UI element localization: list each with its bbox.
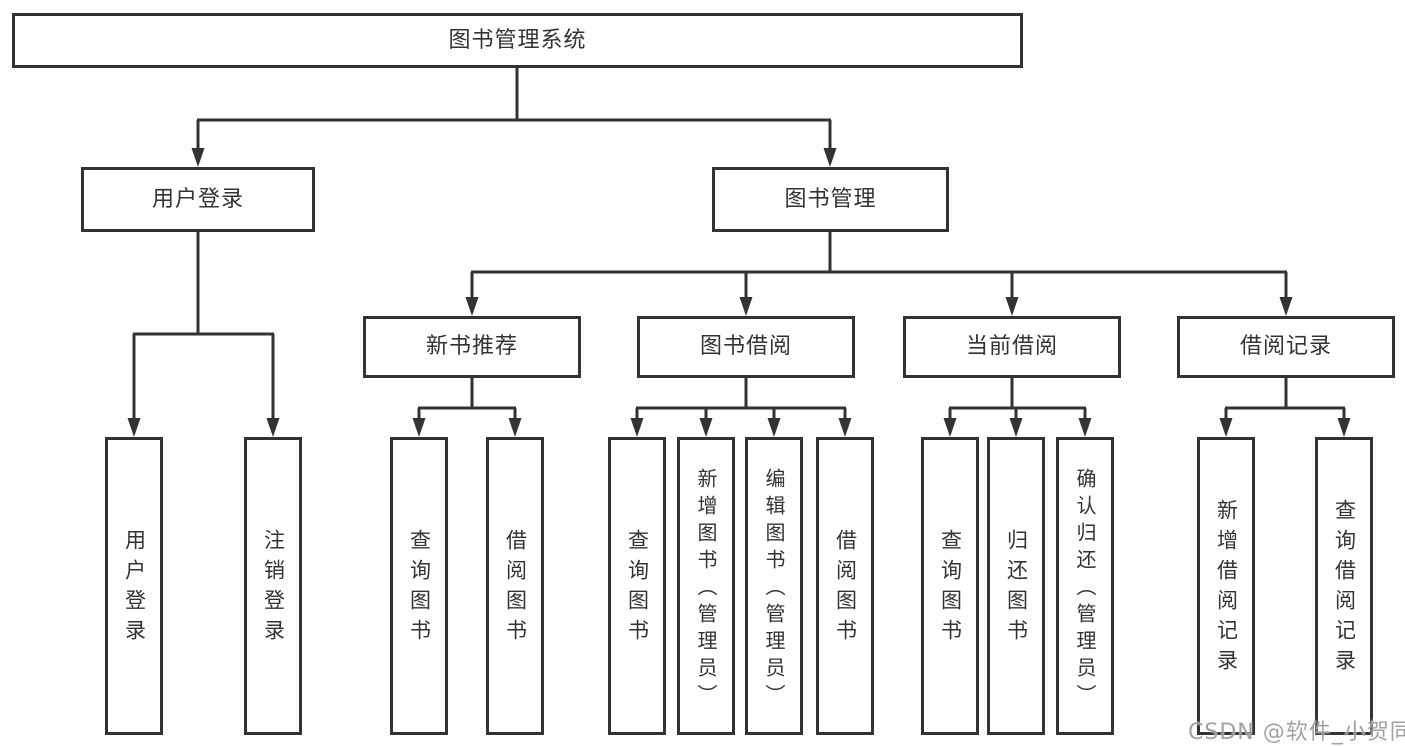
leaf-label: 用户登录 (122, 529, 147, 649)
leaf-confirm-return-admin: 确认归还（管理员） (1056, 437, 1114, 735)
leaf-label: 查询图书 (407, 529, 432, 649)
leaf-label: 借阅图书 (833, 529, 858, 649)
leaf-label: 查询借阅记录 (1332, 499, 1357, 679)
node-label: 图书管理 (784, 186, 877, 212)
leaf-borrow-books: 借阅图书 (816, 437, 874, 735)
leaf-return-book: 归还图书 (987, 437, 1045, 735)
leaf-logout: 注销登录 (244, 437, 302, 735)
leaf-label: 查询图书 (625, 529, 650, 649)
leaf-label: 新增图书（管理员） (694, 467, 718, 711)
node-label: 图书管理系统 (448, 27, 587, 53)
node-book-borrowing: 图书借阅 (637, 316, 855, 378)
leaf-label: 编辑图书（管理员） (762, 467, 786, 711)
leaf-label: 新增借阅记录 (1214, 499, 1239, 679)
node-library-management-system: 图书管理系统 (12, 13, 1023, 68)
node-label: 图书借阅 (699, 334, 792, 359)
leaf-label: 借阅图书 (503, 529, 528, 649)
watermark-text: CSDN @软件_小贺同学 (1188, 720, 1405, 745)
leaf-add-borrow-record: 新增借阅记录 (1197, 437, 1255, 735)
node-label: 用户登录 (151, 186, 244, 212)
node-label: 新书推荐 (425, 334, 518, 359)
node-current-borrowing: 当前借阅 (903, 316, 1121, 378)
leaf-label: 归还图书 (1004, 529, 1029, 649)
leaf-label: 查询图书 (938, 529, 963, 649)
leaf-query-books-borrow: 查询图书 (608, 437, 666, 735)
leaf-query-books-current: 查询图书 (921, 437, 979, 735)
leaf-edit-book-admin: 编辑图书（管理员） (745, 437, 803, 735)
node-label: 当前借阅 (965, 334, 1058, 359)
leaf-borrow-books-recommend: 借阅图书 (486, 437, 544, 735)
node-user-login: 用户登录 (81, 167, 315, 232)
leaf-query-borrow-record: 查询借阅记录 (1315, 437, 1373, 735)
node-borrowing-records: 借阅记录 (1177, 316, 1395, 378)
leaf-label: 注销登录 (261, 529, 286, 649)
node-new-book-recommend: 新书推荐 (363, 316, 581, 378)
leaf-query-books-recommend: 查询图书 (390, 437, 448, 735)
node-label: 借阅记录 (1239, 334, 1332, 359)
leaf-add-book-admin: 新增图书（管理员） (677, 437, 735, 735)
node-book-management: 图书管理 (712, 167, 949, 232)
leaf-user-login: 用户登录 (105, 437, 163, 735)
leaf-label: 确认归还（管理员） (1073, 467, 1097, 711)
